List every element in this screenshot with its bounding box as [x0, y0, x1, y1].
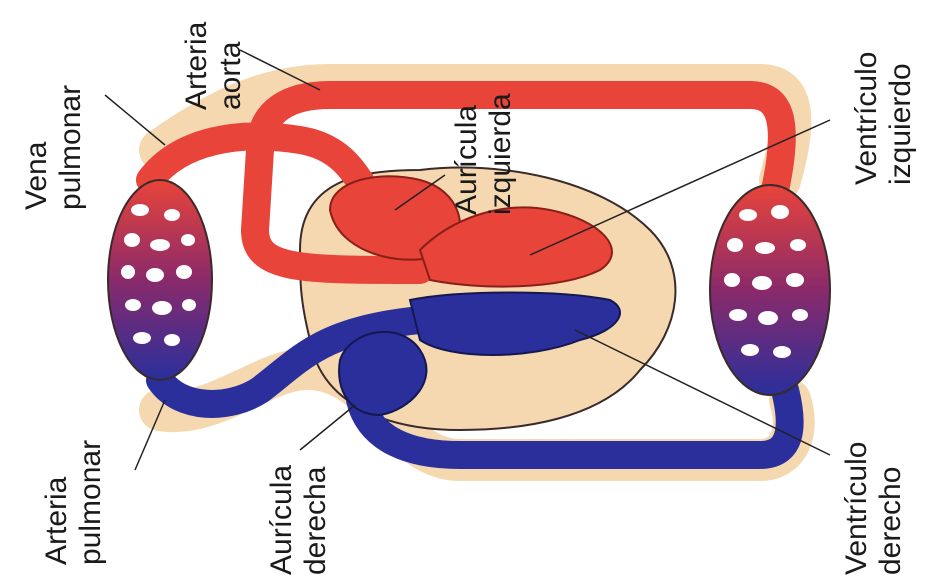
label-auricula-izquierda: Aurícula izquierda: [450, 55, 520, 215]
body-capillaries: [710, 185, 830, 395]
label-auricula-izquierda-line1: Aurícula: [450, 55, 484, 215]
label-ventriculo-izquierdo: Ventrículo izquierdo: [850, 15, 920, 185]
label-ventriculo-derecho-line2: derecho: [874, 405, 908, 575]
label-arteria-aorta: Arteria aorta: [180, 0, 250, 110]
label-ventriculo-derecho-line1: Ventrículo: [840, 405, 874, 575]
label-vena-pulmonar-line2: pulmonar: [54, 60, 88, 210]
label-vena-pulmonar-line1: Vena: [20, 60, 54, 210]
label-vena-pulmonar: Vena pulmonar: [20, 60, 90, 210]
label-ventriculo-derecho: Ventrículo derecho: [840, 405, 910, 575]
label-arteria-pulmonar-line2: pulmonar: [74, 415, 108, 565]
label-arteria-aorta-line1: Arteria: [180, 0, 214, 110]
label-auricula-derecha-line2: derecha: [299, 425, 333, 575]
label-arteria-pulmonar-line1: Arteria: [40, 415, 74, 565]
label-arteria-aorta-line2: aorta: [214, 0, 248, 110]
label-ventriculo-izquierdo-line2: izquierdo: [884, 15, 918, 185]
label-auricula-derecha: Aurícula derecha: [265, 425, 335, 575]
lung-capillaries: [108, 180, 212, 380]
label-arteria-pulmonar: Arteria pulmonar: [40, 415, 110, 565]
leader-vena-pulmonar: [105, 95, 165, 145]
label-auricula-izquierda-line2: izquierda: [484, 55, 518, 215]
label-ventriculo-izquierdo-line1: Ventrículo: [850, 15, 884, 185]
label-auricula-derecha-line1: Aurícula: [265, 425, 299, 575]
